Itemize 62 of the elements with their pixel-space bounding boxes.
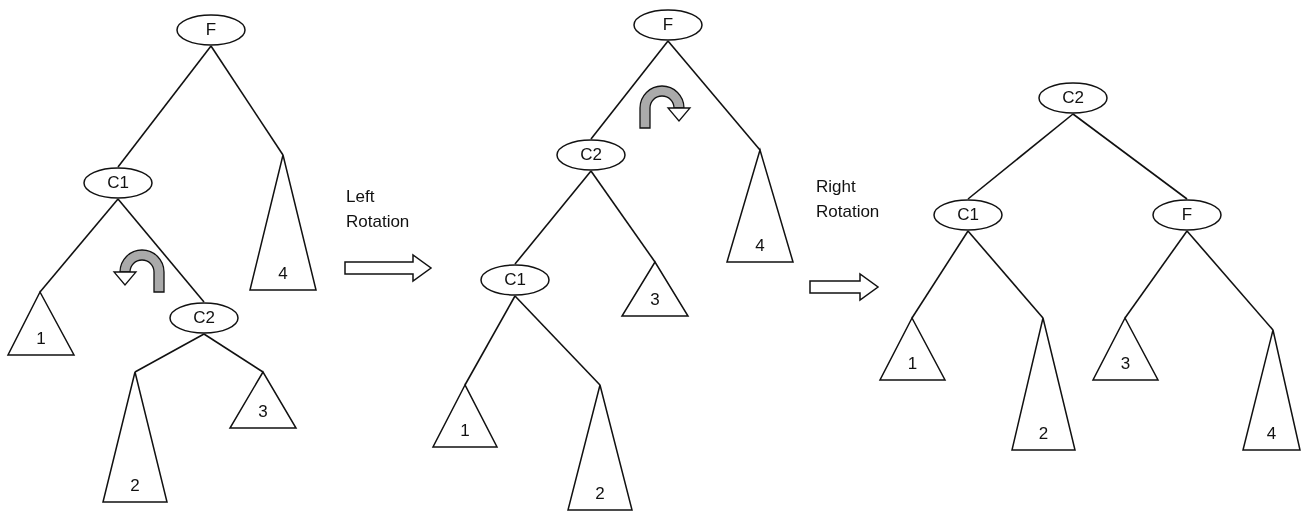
node-label: C2 (1062, 88, 1084, 108)
subtree-triangle (230, 372, 296, 428)
tree-edge (464, 295, 516, 386)
tree-node-ellipse (1152, 199, 1222, 231)
tree-node-ellipse (933, 199, 1003, 231)
node-label: C1 (107, 173, 129, 193)
node-label: 2 (1038, 424, 1049, 444)
node-label: F (662, 15, 674, 35)
node-label: 2 (595, 484, 605, 504)
tree-edge (210, 45, 284, 156)
tree-node-ellipse (169, 302, 239, 334)
node-label: C2 (580, 145, 602, 165)
node-label: 2 (130, 476, 140, 496)
tree-edge (967, 113, 1074, 200)
subtree-triangle (622, 262, 688, 316)
subtree-triangle (1243, 330, 1300, 450)
subtree-triangle (880, 318, 945, 380)
tree-edge (134, 333, 205, 373)
tree-node-ellipse (176, 14, 246, 46)
tree-edge (967, 230, 1044, 319)
node-label: C2 (193, 308, 215, 328)
subtree-triangle (568, 385, 632, 510)
node-label: 1 (36, 329, 46, 349)
tree-node-ellipse (480, 264, 550, 296)
subtree-triangle (1093, 318, 1158, 380)
tree-edge (667, 40, 761, 151)
subtree-triangle (1012, 318, 1075, 450)
tree-node-ellipse (83, 167, 153, 199)
tree-node-ellipse (633, 9, 703, 41)
tree-edge (590, 40, 669, 140)
tree-edge (117, 198, 205, 303)
node-label: 4 (755, 236, 765, 256)
subtree-triangle (250, 155, 316, 290)
node-label: C1 (957, 205, 979, 225)
subtree-triangle (103, 372, 167, 502)
tree-edge (1124, 230, 1188, 319)
node-label: F (1181, 205, 1193, 225)
tree-edge (203, 333, 264, 373)
node-label: 4 (278, 264, 288, 284)
tree-edge (514, 295, 601, 386)
node-label: 1 (460, 421, 470, 441)
tree-edge (590, 170, 656, 263)
tree-edge (514, 170, 592, 265)
node-label: F (205, 20, 217, 40)
tree-edge (1186, 230, 1274, 331)
subtree-triangle (727, 150, 793, 262)
tree-edge (911, 230, 969, 319)
node-label: 3 (1120, 354, 1131, 374)
node-label: 3 (650, 290, 660, 310)
tree-edge (39, 198, 119, 293)
block-arrow (344, 253, 433, 283)
node-label: 1 (907, 354, 918, 374)
tree-edge (117, 45, 212, 168)
tree-node-ellipse (1038, 82, 1108, 114)
node-label: 3 (258, 402, 268, 422)
tree-node-ellipse (556, 139, 626, 171)
subtree-triangle (433, 385, 497, 447)
tree-edge (1072, 113, 1188, 200)
node-label: C1 (504, 270, 526, 290)
node-label: 4 (1266, 424, 1277, 444)
subtree-triangle (8, 292, 74, 355)
block-arrow (809, 272, 880, 302)
